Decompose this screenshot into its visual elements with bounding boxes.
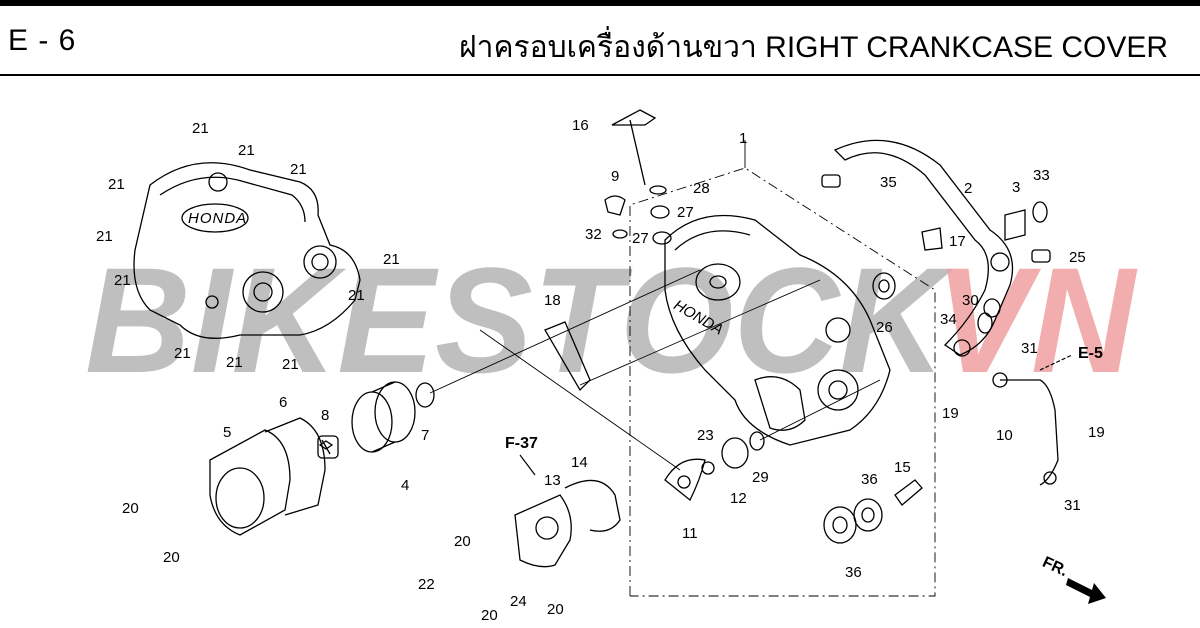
- f37-arrow-icon: [519, 454, 536, 476]
- callout-label: 27: [632, 230, 649, 247]
- top-border: [0, 0, 1200, 6]
- watermark-text-right: VN: [935, 236, 1138, 404]
- dipstick-assembly: [544, 109, 1051, 392]
- callout-label: 21: [96, 228, 113, 245]
- callout-labels: 21 21 21 21 21 21 21 21 21 21 21 16 9 28…: [96, 117, 1106, 624]
- callout-label: 6: [279, 394, 287, 411]
- callout-label: 27: [677, 204, 694, 221]
- callout-label: 24: [510, 593, 527, 610]
- cover-brand-logo: HONDA: [188, 210, 247, 227]
- callout-label: 8: [321, 407, 329, 424]
- callout-label: 19: [1088, 424, 1105, 441]
- callout-label: 14: [571, 454, 588, 471]
- callout-label: 31: [1064, 497, 1081, 514]
- callout-label: 21: [108, 176, 125, 193]
- callout-label: 21: [238, 142, 255, 159]
- callout-label: 19: [942, 405, 959, 422]
- callout-label: 15: [894, 459, 911, 476]
- callout-label: 35: [880, 174, 897, 191]
- callout-label: 21: [174, 345, 191, 362]
- clutch-cover: HONDA: [133, 162, 361, 339]
- callout-label: 36: [861, 471, 878, 488]
- callout-label: 7: [421, 427, 429, 444]
- callout-label: 22: [418, 576, 435, 593]
- fr-arrow-icon: [1066, 578, 1106, 604]
- callout-label: 13: [544, 472, 561, 489]
- callout-label: 28: [693, 180, 710, 197]
- callout-label: 20: [481, 607, 498, 624]
- alignment-lines: [429, 269, 881, 471]
- callout-label: 20: [454, 533, 471, 550]
- ref-e5: E-5: [1078, 345, 1103, 362]
- callout-label: 17: [949, 233, 966, 250]
- callout-label: 12: [730, 490, 747, 507]
- callout-label: 32: [585, 226, 602, 243]
- callout-label: 20: [547, 601, 564, 618]
- callout-label: 16: [572, 117, 589, 134]
- cover-gasket: [833, 139, 1014, 357]
- callout-label: 21: [226, 354, 243, 371]
- watermark: BIKESTOCK VN: [85, 236, 1138, 404]
- callout-label: 4: [401, 477, 409, 494]
- assembly-outline: [629, 140, 936, 597]
- callout-label: 21: [282, 356, 299, 373]
- callout-label: 5: [223, 424, 231, 441]
- callout-label: 25: [1069, 249, 1086, 266]
- callout-label: 34: [940, 311, 957, 328]
- page-code: E - 6: [8, 24, 77, 57]
- callout-label: 30: [962, 292, 979, 309]
- oil-pipe: [992, 372, 1059, 486]
- callout-label: 1: [739, 130, 747, 147]
- callout-label: 20: [163, 549, 180, 566]
- ref-f37: F-37: [505, 435, 538, 452]
- callout-label: 2: [964, 180, 972, 197]
- header-divider: [0, 74, 1200, 76]
- callout-label: 36: [845, 564, 862, 581]
- oil-filter-assembly: [209, 381, 435, 536]
- callout-label: 18: [544, 292, 561, 309]
- callout-label: 10: [996, 427, 1013, 444]
- callout-label: 21: [192, 120, 209, 137]
- page-header: E - 6 ฝาครอบเครื่องด้านขวา RIGHT CRANKCA…: [0, 6, 1200, 74]
- callout-label: 9: [611, 168, 619, 185]
- callout-label: 29: [752, 469, 769, 486]
- watermark-text-left: BIKESTOCK: [85, 236, 954, 404]
- callout-label: 31: [1021, 340, 1038, 357]
- page-title: ฝาครอบเครื่องด้านขวา RIGHT CRANKCASE COV…: [459, 31, 1168, 64]
- callout-label: 20: [122, 500, 139, 517]
- bearings: [823, 272, 923, 544]
- callout-label: 21: [114, 272, 131, 289]
- callout-label: 26: [876, 319, 893, 336]
- callout-label: 11: [682, 525, 698, 542]
- callout-label: 33: [1033, 167, 1050, 184]
- ref-fr: FR.: [1040, 554, 1071, 580]
- callout-label: 21: [290, 161, 307, 178]
- callout-label: 21: [383, 251, 400, 268]
- callout-label: 3: [1012, 179, 1020, 196]
- water-pump-assembly: [514, 431, 765, 568]
- callout-label: 23: [697, 427, 714, 444]
- callout-label: 21: [348, 287, 365, 304]
